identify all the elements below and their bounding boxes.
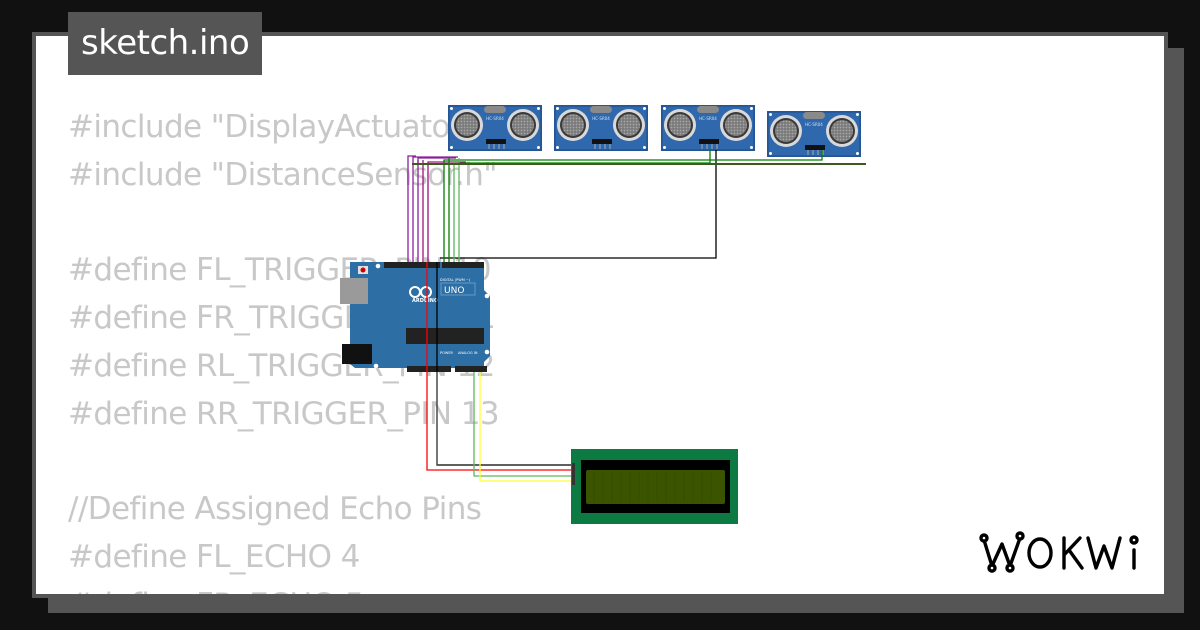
reset-button [360,267,366,273]
wire [407,155,416,268]
svg-text:ARDUINO: ARDUINO [412,298,438,304]
wire [427,161,466,268]
wire [443,150,823,268]
svg-text:UNO: UNO [444,286,464,296]
ultrasonic-sensor-3[interactable] [660,104,756,152]
sensor-wires [407,150,866,268]
wire [440,150,717,259]
svg-text:POWER: POWER [440,351,454,355]
ultrasonic-sensor-1[interactable] [447,104,543,152]
wire [426,262,573,471]
lcd-wires [426,262,573,482]
code-line: #define RR_TRIGGER_PIN 13 [68,395,500,432]
wire [473,372,573,477]
svg-text:DIGITAL (PWM ~): DIGITAL (PWM ~) [440,278,471,282]
wire [458,150,711,164]
code-line: #define FL_ECHO 4 [68,539,360,576]
file-tab[interactable]: sketch.ino [68,12,263,75]
wokwi-logo [978,528,1150,586]
svg-text:ANALOG IN: ANALOG IN [458,351,478,355]
wire [412,156,458,268]
ultrasonic-sensor-4[interactable] [766,110,862,158]
code-line: #include "DistanceSensor.h" [68,156,498,193]
code-line: //Define Assigned Echo Pins [68,491,482,528]
arduino-uno[interactable]: ARDUINO UNO DIGITAL (PWM ~) POWER ANALOG… [340,262,490,372]
code-background: #include "DisplayActuator.h"#include "Di… [68,104,502,594]
power-jack [342,344,372,364]
ultrasonic-sensor-2[interactable] [553,104,649,152]
wokwi-logo-icon [979,531,1139,573]
usb-port [340,278,368,304]
lcd-1602[interactable] [571,449,738,524]
chip [406,328,484,344]
wire [479,372,573,482]
code-line: #define FR_ECHO 5 [68,582,501,594]
